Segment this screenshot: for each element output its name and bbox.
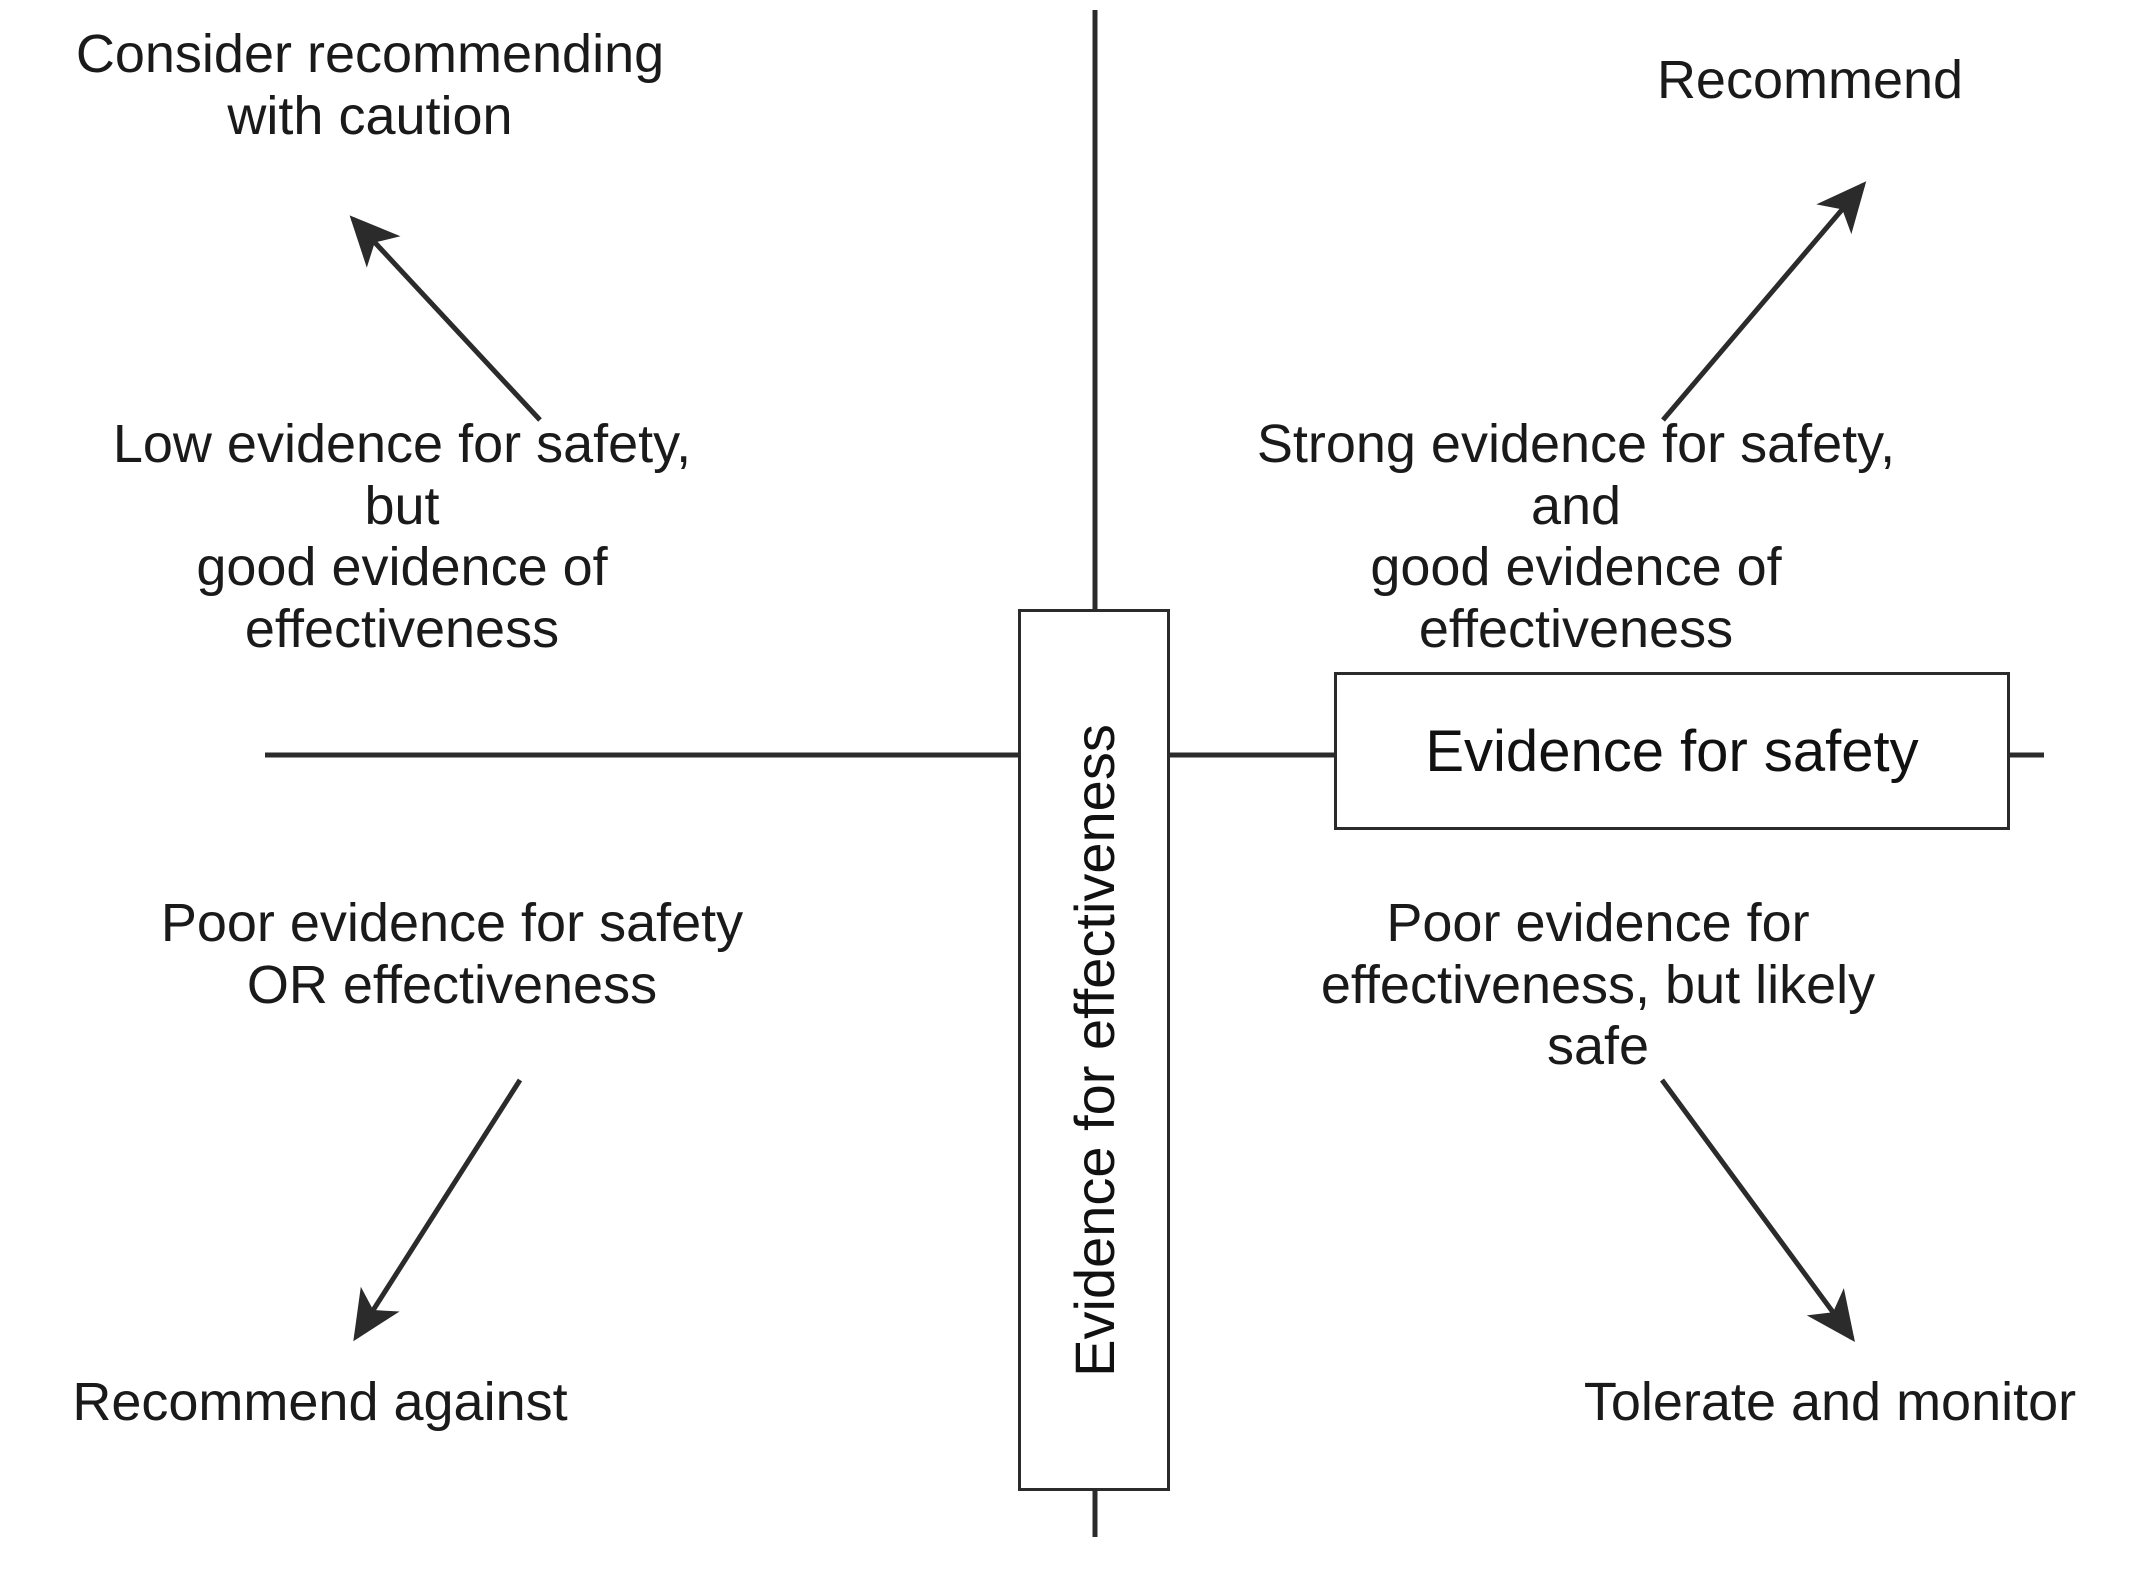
arrow-top-right <box>1661 181 1867 422</box>
arrow-top-left <box>349 215 542 422</box>
arrow-bottom-left <box>353 1078 523 1342</box>
quadrant-top-left-description: Low evidence for safety, but good eviden… <box>112 414 692 659</box>
quadrant-top-right-description: Strong evidence for safety, and good evi… <box>1256 414 1896 659</box>
quadrant-bottom-left-description: Poor evidence for safety OR effectivenes… <box>160 893 744 1015</box>
x-axis-label-text: Evidence for safety <box>1425 718 1919 784</box>
quadrant-bottom-left-action: Recommend against <box>72 1372 568 1432</box>
quadrant-top-right-action: Recommend <box>1656 50 1964 110</box>
arrow-bottom-right <box>1659 1078 1855 1343</box>
quadrant-bottom-right-description: Poor evidence for effectiveness, but lik… <box>1320 893 1876 1077</box>
quadrant-top-left-action: Consider recommending with caution <box>75 24 665 146</box>
x-axis-label-box: Evidence for safety <box>1334 672 2010 830</box>
y-axis-label-box: Evidence for effectiveness <box>1018 609 1170 1491</box>
y-axis-label-text: Evidence for effectiveness <box>1062 723 1126 1377</box>
quadrant-bottom-right-action: Tolerate and monitor <box>1583 1372 2077 1432</box>
